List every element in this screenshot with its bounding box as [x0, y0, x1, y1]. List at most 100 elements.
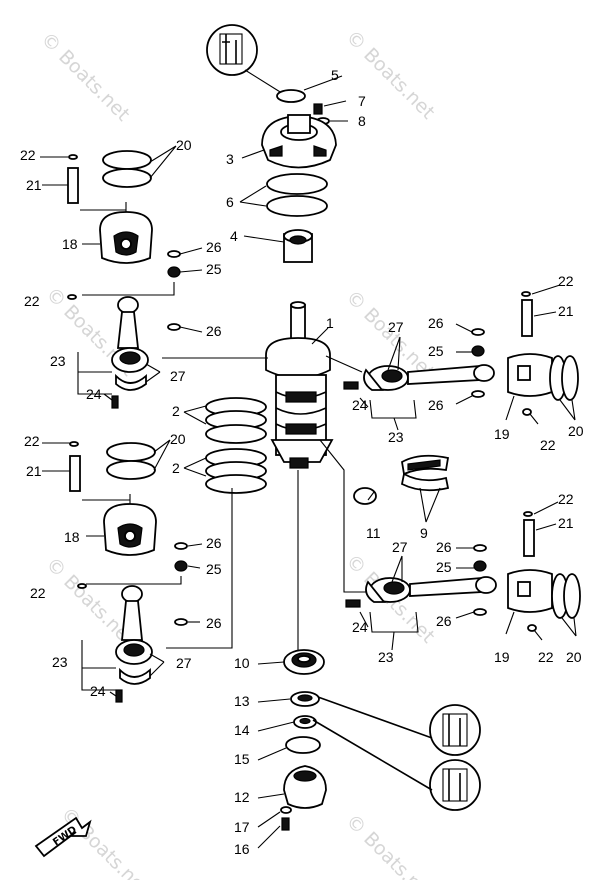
washer-26-lower-right-b: [473, 608, 487, 616]
lower-housing-12: [283, 765, 327, 809]
clip-22-lower-right-b: [527, 624, 537, 632]
watermark-bottom-right: © Boats.net: [341, 810, 439, 880]
crankshaft-1: [265, 301, 334, 469]
label-27-b: 27: [176, 655, 192, 671]
label-26-d: 26: [206, 615, 222, 631]
seal-ring-6b: [266, 195, 328, 217]
label-21-c: 21: [558, 303, 574, 319]
clip-22-lower-left: [69, 441, 79, 447]
washer-26-upper-right-b: [471, 390, 485, 398]
bracket-23-lower-right: [369, 611, 419, 633]
bracket-23-lower-left: [81, 640, 116, 691]
label-7: 7: [358, 93, 366, 109]
clip-22-left: [67, 294, 77, 300]
clip-22-upper-right-b: [522, 408, 532, 416]
label-19-a: 19: [494, 426, 510, 442]
connecting-rod-upper-right: [363, 364, 495, 391]
label-23-a: 23: [50, 353, 66, 369]
seal-detail-inset-14: [429, 759, 481, 811]
bolt-7: [313, 103, 323, 115]
label-4: 4: [230, 228, 238, 244]
bearing-25-upper-left: [167, 266, 181, 278]
bolt-24-upper-left: [111, 395, 119, 409]
label-26-h: 26: [436, 613, 452, 629]
o-ring-5: [276, 89, 306, 103]
clip-22-upper-left: [68, 154, 78, 160]
needle-bearing-4: [283, 229, 313, 263]
connecting-rod-upper-left: [111, 296, 149, 391]
bolt-24-lower-right: [345, 599, 361, 608]
label-20-c: 20: [568, 423, 584, 439]
label-22-c: 22: [24, 433, 40, 449]
washer-26-upper-left-b: [167, 323, 181, 331]
label-16: 16: [234, 841, 250, 857]
piston-pin-21-lower-left: [69, 455, 81, 492]
label-15: 15: [234, 751, 250, 767]
label-11: 11: [366, 525, 381, 541]
label-23-b: 23: [52, 654, 68, 670]
label-20-a: 20: [176, 137, 192, 153]
label-22-e: 22: [558, 273, 574, 289]
washer-26-upper-left-a: [167, 250, 181, 258]
clip-22-upper-right-a: [521, 291, 531, 297]
label-25-d: 25: [436, 559, 452, 575]
piston-link-lower-left: [82, 494, 131, 504]
label-3: 3: [226, 151, 234, 167]
piston-19-lower-right: [507, 569, 553, 613]
label-26-a: 26: [206, 239, 222, 255]
label-21-d: 21: [558, 515, 574, 531]
o-ring-15: [285, 736, 321, 754]
label-22-g: 22: [558, 491, 574, 507]
washer-26-lower-right-a: [473, 544, 487, 552]
label-20-b: 20: [170, 431, 186, 447]
bolt-24-lower-left: [115, 689, 123, 703]
crank-seal-rings-2: [205, 397, 267, 494]
label-22-b: 22: [24, 293, 40, 309]
label-26-c: 26: [206, 535, 222, 551]
svg-text:© Boats.net: © Boats.net: [36, 28, 134, 126]
bolt-16: [281, 817, 290, 831]
link-22-lower-left: [86, 576, 182, 585]
label-26-f: 26: [428, 397, 444, 413]
seal-detail-inset-13: [429, 704, 481, 756]
clip-22-lower-left-b: [77, 583, 87, 589]
label-22-h: 22: [538, 649, 554, 665]
leader-crank-lower-right: [319, 439, 366, 593]
piston-link-upper-left: [80, 202, 127, 212]
piston-18-lower-left: [103, 503, 157, 556]
piston-18-upper-left: [99, 211, 153, 264]
bracket-23-upper-right: [369, 399, 417, 419]
piston-pin-21-upper-left: [67, 167, 79, 204]
callout-labels: 5 7 8 3 6 4 20 22 21 18 26 25 22 26 1 23…: [20, 67, 584, 857]
piston-rings-20-upper-right: [549, 355, 579, 401]
label-26-g: 26: [436, 539, 452, 555]
label-6: 6: [226, 194, 234, 210]
label-20-d: 20: [566, 649, 582, 665]
watermark-top-left: © Boats.net: [36, 28, 134, 126]
label-24-a: 24: [86, 386, 102, 402]
label-18-b: 18: [64, 529, 80, 545]
inset-leader-lines: [312, 696, 433, 791]
label-5: 5: [331, 67, 339, 83]
clip-22-lower-right-a: [523, 511, 533, 517]
seal-detail-inset-top: [206, 24, 286, 96]
connecting-rod-lower-left: [115, 585, 153, 685]
piston-rings-20-lower-right: [551, 573, 581, 619]
piston-rings-20-lower-left: [106, 442, 156, 480]
label-22-a: 22: [20, 147, 36, 163]
label-23-c: 23: [388, 429, 404, 445]
label-26-e: 26: [428, 315, 444, 331]
leader-crank-upper-right: [325, 355, 363, 373]
label-1: 1: [326, 315, 334, 331]
svg-text:© Boats.net: © Boats.net: [341, 810, 439, 880]
label-24-d: 24: [352, 619, 368, 635]
watermark-top-right: © Boats.net: [341, 26, 439, 124]
bolt-24-upper-right: [343, 381, 359, 390]
link-22-left: [82, 282, 175, 296]
bracket-23-upper-left: [77, 352, 112, 395]
label-10: 10: [234, 655, 250, 671]
label-22-d: 22: [30, 585, 46, 601]
label-13: 13: [234, 693, 250, 709]
label-9: 9: [420, 525, 428, 541]
